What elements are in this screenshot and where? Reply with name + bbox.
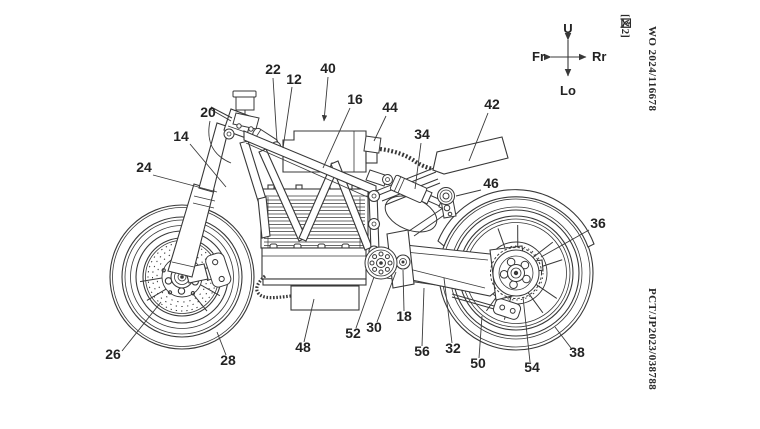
figure-tag: [図2] — [619, 14, 633, 38]
publication-number: WO 2024/116678 — [646, 26, 658, 111]
roller-part — [437, 187, 457, 219]
ref-label-48: 48 — [295, 339, 311, 355]
ref-label-50: 50 — [470, 355, 486, 371]
ref-label-40: 40 — [320, 60, 336, 76]
ref-label-26: 26 — [105, 346, 121, 362]
motor-sprocket — [364, 246, 398, 280]
handlebar-assembly — [209, 90, 282, 152]
ref-label-44: 44 — [382, 99, 398, 115]
front-fork — [167, 108, 253, 284]
ref-label-52: 52 — [345, 325, 361, 341]
rear-brake-caliper — [451, 293, 522, 320]
ref-label-56: 56 — [414, 343, 430, 359]
seat-cowl — [432, 136, 509, 175]
compass-up-label: U — [563, 21, 572, 36]
coiled-wire — [379, 146, 434, 172]
lower-unit-box — [290, 285, 360, 311]
pivot-plate — [386, 229, 415, 289]
ref-label-14: 14 — [173, 128, 189, 144]
ref-label-32: 32 — [445, 340, 461, 356]
leader-lines — [121, 76, 590, 363]
ref-label-36: 36 — [590, 215, 606, 231]
ref-label-28: 28 — [220, 352, 236, 368]
ref-label-46: 46 — [483, 175, 499, 191]
compass-front-label: Fr — [532, 49, 545, 64]
ref-label-30: 30 — [366, 319, 382, 335]
compass-down-label: Lo — [560, 83, 576, 98]
connector-cable — [363, 135, 434, 172]
ref-label-38: 38 — [569, 344, 585, 360]
ref-label-18: 18 — [396, 308, 412, 324]
rear-fender — [437, 189, 595, 248]
application-number: PCT/JP2023/038788 — [646, 288, 658, 390]
ref-label-22: 22 — [265, 61, 281, 77]
brake-reservoir-cap — [232, 90, 257, 98]
ref-label-54: 54 — [524, 359, 540, 375]
brake-reservoir — [235, 96, 255, 111]
ref-label-20: 20 — [200, 104, 216, 120]
ref-label-34: 34 — [414, 126, 430, 142]
ref-label-12: 12 — [286, 71, 302, 87]
compass-rear-label: Rr — [592, 49, 606, 64]
reference-numerals: 12 14 16 18 20 22 24 26 28 30 32 34 36 3… — [105, 60, 606, 375]
direction-compass: U Lo Fr Rr — [532, 21, 606, 98]
ref-label-24: 24 — [136, 159, 152, 175]
compass-arrows-icon — [543, 32, 587, 77]
corrugated-hose — [255, 274, 292, 300]
rear-hub-sprocket — [490, 247, 542, 299]
battery-lower-case — [261, 247, 367, 280]
brake-lever — [210, 106, 233, 119]
ref-label-42: 42 — [484, 96, 500, 112]
ref-label-16: 16 — [347, 91, 363, 107]
